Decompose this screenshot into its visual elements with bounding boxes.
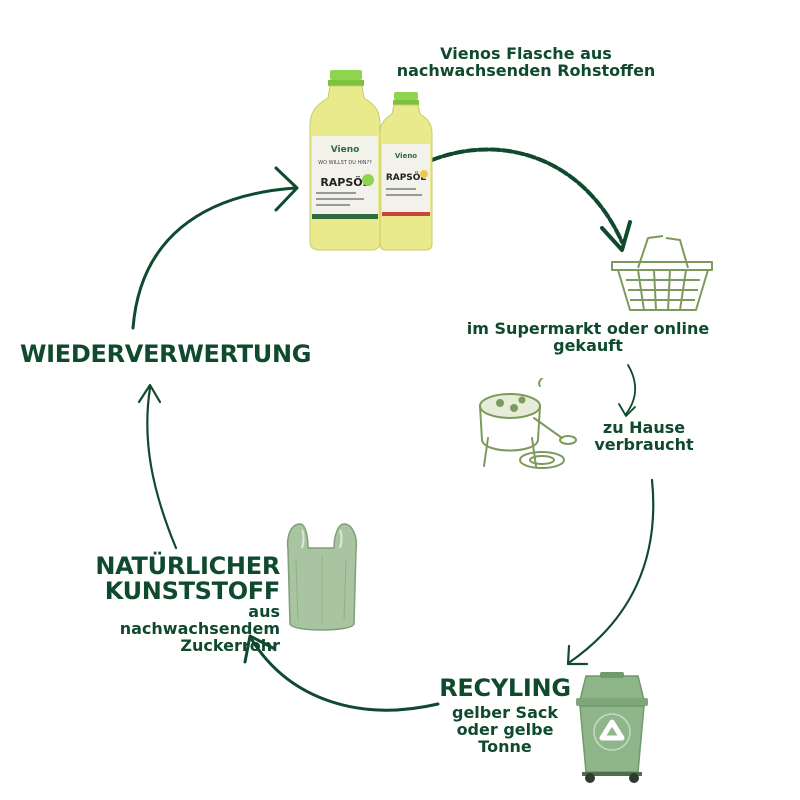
recycle-symbol-icon bbox=[599, 719, 625, 741]
arrow-shop-to-home-head bbox=[618, 403, 636, 417]
bottle-cap-large bbox=[330, 70, 362, 80]
label-bottle-line2: nachwachsenden Rohstoffen bbox=[396, 60, 656, 80]
rapsoel-bottles-image: Vieno WO WILLST DU HIN?? RAPSÖL Vieno RA… bbox=[309, 70, 433, 251]
label-plastic-title2: KUNSTSTOFF bbox=[104, 577, 281, 606]
cooking-pot-icon bbox=[479, 378, 577, 469]
arrow-plastic-to-reuse-head bbox=[137, 383, 162, 404]
bottle-name-large: RAPSÖL bbox=[320, 175, 369, 189]
arrow-recycling-to-plastic-head bbox=[243, 634, 275, 664]
label-recycling-line3: Tonne bbox=[478, 736, 532, 756]
arrow-reuse-to-bottle-head bbox=[274, 166, 299, 212]
label-reuse-title: WIEDERVERWERTUNG bbox=[20, 340, 312, 368]
arrow-plastic-to-reuse bbox=[146, 386, 178, 550]
arrow-bottle-to-shop-head bbox=[600, 220, 632, 252]
label-home: zu Hause verbraucht bbox=[584, 418, 704, 454]
bottle-brand-small: Vieno bbox=[395, 152, 417, 160]
arrow-bottle-to-shop bbox=[430, 147, 624, 244]
label-recycling-title: RECYLING bbox=[439, 674, 571, 702]
label-shop-line1: im Supermarkt oder online bbox=[466, 319, 710, 338]
label-plastic-line3: Zuckerrohr bbox=[180, 635, 280, 655]
label-recycling-line2: oder gelbe bbox=[456, 719, 554, 739]
recycling-bin-icon bbox=[576, 672, 648, 783]
label-plastic-line2: nachwachsendem bbox=[119, 619, 280, 639]
arrow-recycling-to-plastic bbox=[250, 638, 440, 712]
label-shop: im Supermarkt oder online gekauft bbox=[448, 319, 728, 355]
bottle-slogan-large: WO WILLST DU HIN?? bbox=[318, 160, 372, 166]
label-plastic-line1: aus bbox=[248, 602, 280, 622]
bottle-name-small: RAPSÖL bbox=[386, 172, 427, 183]
arrow-shop-to-home bbox=[625, 364, 637, 415]
label-bottle-line1: Vienos Flasche aus bbox=[440, 44, 612, 63]
shopping-basket-icon bbox=[611, 235, 713, 311]
label-plastic: NATÜRLICHER KUNSTSTOFF aus nachwachsende… bbox=[84, 552, 281, 655]
label-reuse: WIEDERVERWERTUNG bbox=[20, 340, 312, 368]
arrow-reuse-to-bottle bbox=[131, 186, 297, 330]
arrow-home-to-recycling bbox=[568, 478, 655, 664]
label-bottle: Vienos Flasche aus nachwachsenden Rohsto… bbox=[376, 44, 676, 80]
label-plastic-title1: NATÜRLICHER bbox=[95, 552, 280, 580]
arrow-home-to-recycling-head bbox=[566, 644, 589, 666]
label-shop-line2: gekauft bbox=[553, 335, 623, 355]
label-recycling: RECYLING gelber Sack oder gelbe Tonne bbox=[430, 674, 580, 756]
label-home-line2: verbraucht bbox=[594, 434, 694, 454]
bottle-brand-large: Vieno bbox=[331, 145, 360, 155]
plastic-bag-icon bbox=[286, 523, 358, 631]
label-home-line1: zu Hause bbox=[602, 418, 686, 437]
label-recycling-line1: gelber Sack bbox=[452, 703, 558, 723]
bottle-cap-small bbox=[394, 92, 418, 100]
